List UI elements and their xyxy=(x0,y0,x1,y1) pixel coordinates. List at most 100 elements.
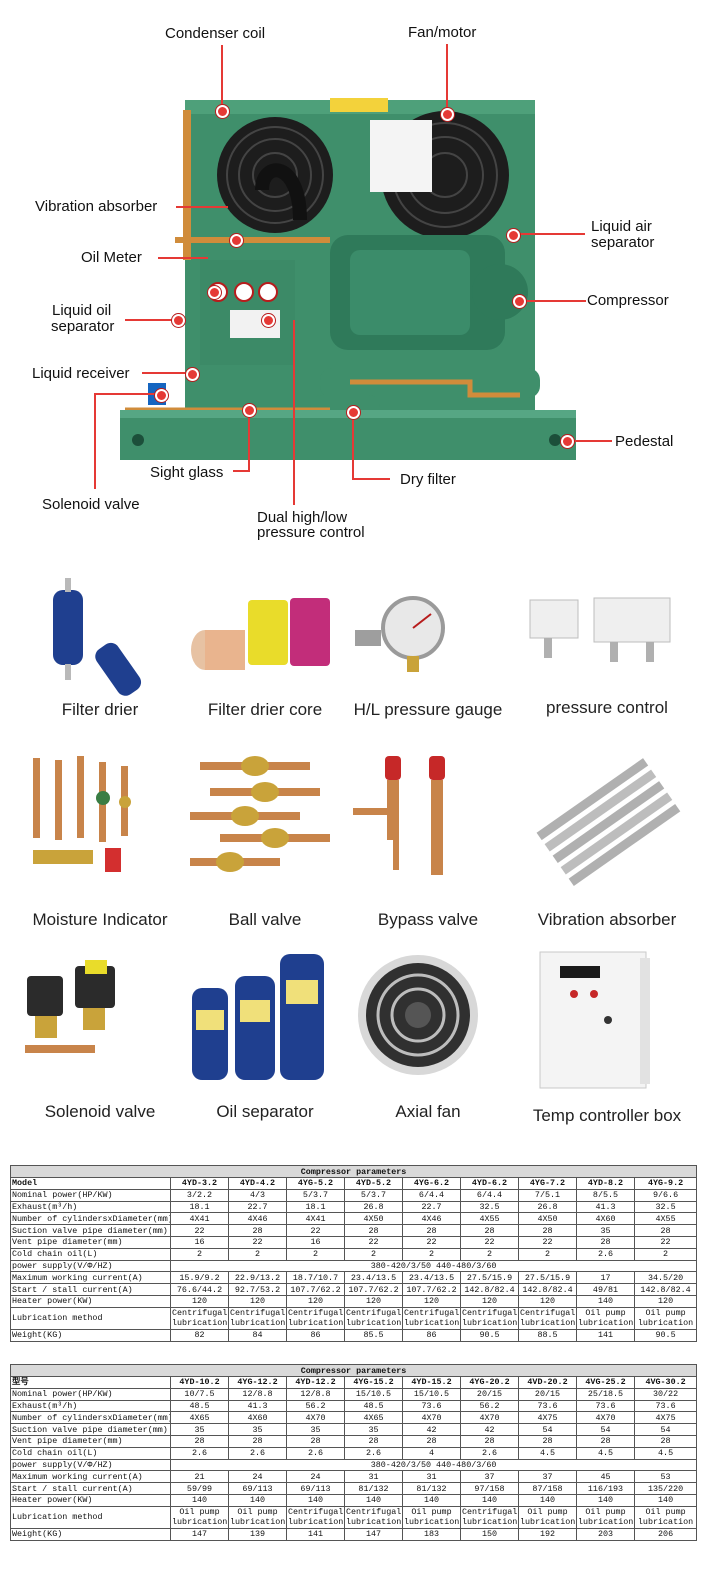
table-cell: 41.3 xyxy=(228,1399,287,1413)
table-cell: 147 xyxy=(344,1527,403,1541)
header-model-label: Model xyxy=(10,1177,171,1190)
table-cell: 4X60 xyxy=(576,1212,635,1226)
table-cell: 4X41 xyxy=(286,1212,345,1226)
table-cell: Centrifugal lubrication xyxy=(170,1306,229,1330)
table-cell: 48.5 xyxy=(170,1399,229,1413)
liquid-oil-separator-marker xyxy=(172,314,185,327)
table-cell: 53 xyxy=(633,1470,698,1484)
table-cell: 59/99 xyxy=(170,1482,229,1495)
table-cell: 82 xyxy=(170,1328,229,1342)
row-label: Weight(KG) xyxy=(10,1527,171,1541)
table-cell: 4X41 xyxy=(170,1212,229,1226)
model-header-cell: 4YG-7.2 xyxy=(518,1177,577,1190)
table-cell: 28 xyxy=(633,1434,698,1448)
table-cell: 120 xyxy=(402,1294,461,1308)
table-cell: 88.5 xyxy=(518,1328,577,1342)
label-oil-meter: Oil Meter xyxy=(81,249,142,266)
table-cell: 142.8/82.4 xyxy=(633,1283,698,1296)
label-pressure-control-line2: pressure control xyxy=(257,524,365,541)
table-cell: 18.7/10.7 xyxy=(286,1271,345,1285)
table-row: power supply(V/Φ/HZ)380-420/3/50 440-480… xyxy=(10,1458,698,1472)
table-cell: 86 xyxy=(402,1328,461,1342)
part-bypass-valve: Bypass valve xyxy=(343,750,513,940)
label-liquid-air-separator-line1: Liquid air xyxy=(591,218,652,235)
table-cell: 22 xyxy=(633,1235,698,1249)
part-caption: H/L pressure gauge xyxy=(353,700,503,719)
table-cell: 141 xyxy=(286,1527,345,1541)
table-cell: 28 xyxy=(633,1224,698,1237)
label-pressure-control-line1: Dual high/low xyxy=(257,509,348,526)
table-cell: 22.9/13.2 xyxy=(228,1271,287,1285)
row-label: Number of cylindersxDiameter(mm) xyxy=(10,1212,171,1226)
table-cell: 2 xyxy=(402,1247,461,1261)
table-cell: 32.5 xyxy=(633,1200,698,1214)
table-cell-span: 380-420/3/50 440-480/3/60 xyxy=(169,1259,698,1273)
part-ball-valve: Ball valve xyxy=(180,750,350,940)
condensing-unit-diagram: Condenser coil Fan/motor Vibration absor… xyxy=(0,0,713,560)
part-oil-separator: Oil separator xyxy=(180,950,350,1140)
row-label: Lubrication method xyxy=(10,1306,171,1330)
table-cell: 28 xyxy=(460,1434,519,1448)
table-cell: 54 xyxy=(633,1423,698,1436)
table-cell: 23.4/13.5 xyxy=(402,1271,461,1285)
table-cell: 135/220 xyxy=(633,1482,698,1495)
table-cell: 140 xyxy=(286,1493,345,1507)
table-cell: 56.2 xyxy=(460,1399,519,1413)
table-cell: 27.5/15.9 xyxy=(460,1271,519,1285)
model-header-cell: 4YG-15.2 xyxy=(344,1376,403,1389)
table-cell: 35 xyxy=(228,1423,287,1436)
bypass-valve-image xyxy=(353,756,445,875)
table-cell: 4X70 xyxy=(460,1411,519,1425)
table-cell: 6/4.4 xyxy=(460,1188,519,1202)
table-cell: Centrifugal lubrication xyxy=(518,1306,577,1330)
axial-fan-image xyxy=(358,955,478,1075)
pressure-control-marker xyxy=(262,314,275,327)
table-cell: 2.6 xyxy=(286,1446,345,1460)
table-cell: 22 xyxy=(518,1235,577,1249)
model-header-cell: 4YD-10.2 xyxy=(170,1376,229,1389)
table-cell: 140 xyxy=(518,1493,577,1507)
table-cell: 140 xyxy=(228,1493,287,1507)
table-cell: 24 xyxy=(286,1470,345,1484)
table-cell: 4X75 xyxy=(633,1411,698,1425)
part-caption: Bypass valve xyxy=(377,910,479,929)
model-header-cell: 4VD-20.2 xyxy=(518,1376,577,1389)
table-cell: 107.7/62.2 xyxy=(402,1283,461,1296)
part-caption: Solenoid valve xyxy=(44,1102,156,1121)
part-pressure-control: pressure control xyxy=(522,570,692,760)
table-cell: 4X65 xyxy=(344,1411,403,1425)
part-caption: Ball valve xyxy=(228,910,302,929)
table-cell: Oil pump lubrication xyxy=(633,1306,698,1330)
table-cell: 4X55 xyxy=(460,1212,519,1226)
table-cell: 28 xyxy=(344,1224,403,1237)
table-cell: 22 xyxy=(286,1224,345,1237)
table-cell: 28 xyxy=(402,1224,461,1237)
part-caption: Oil separator xyxy=(216,1102,314,1121)
table-cell: Oil pump lubrication xyxy=(576,1505,635,1529)
table-cell: 73.6 xyxy=(402,1399,461,1413)
table-cell: 73.6 xyxy=(518,1399,577,1413)
header-model-label: 型号 xyxy=(10,1376,171,1389)
sight-glass-marker xyxy=(243,404,256,417)
row-label: Suction valve pipe diameter(mm) xyxy=(10,1423,171,1436)
part-axial-fan: Axial fan xyxy=(343,950,513,1140)
row-label: Start / stall current(A) xyxy=(10,1283,171,1296)
row-label: Maximum working current(A) xyxy=(10,1470,171,1484)
table-cell: 4X46 xyxy=(402,1212,461,1226)
table-cell: 86 xyxy=(286,1328,345,1342)
table-cell: 147 xyxy=(170,1527,229,1541)
table-cell: 6/4.4 xyxy=(402,1188,461,1202)
label-dry-filter: Dry filter xyxy=(400,471,456,488)
table-cell: 140 xyxy=(633,1493,698,1507)
table-cell: 107.7/62.2 xyxy=(286,1283,345,1296)
table-cell: 140 xyxy=(170,1493,229,1507)
part-filter-drier: Filter drier xyxy=(15,570,185,760)
label-vibration-absorber: Vibration absorber xyxy=(35,198,158,215)
